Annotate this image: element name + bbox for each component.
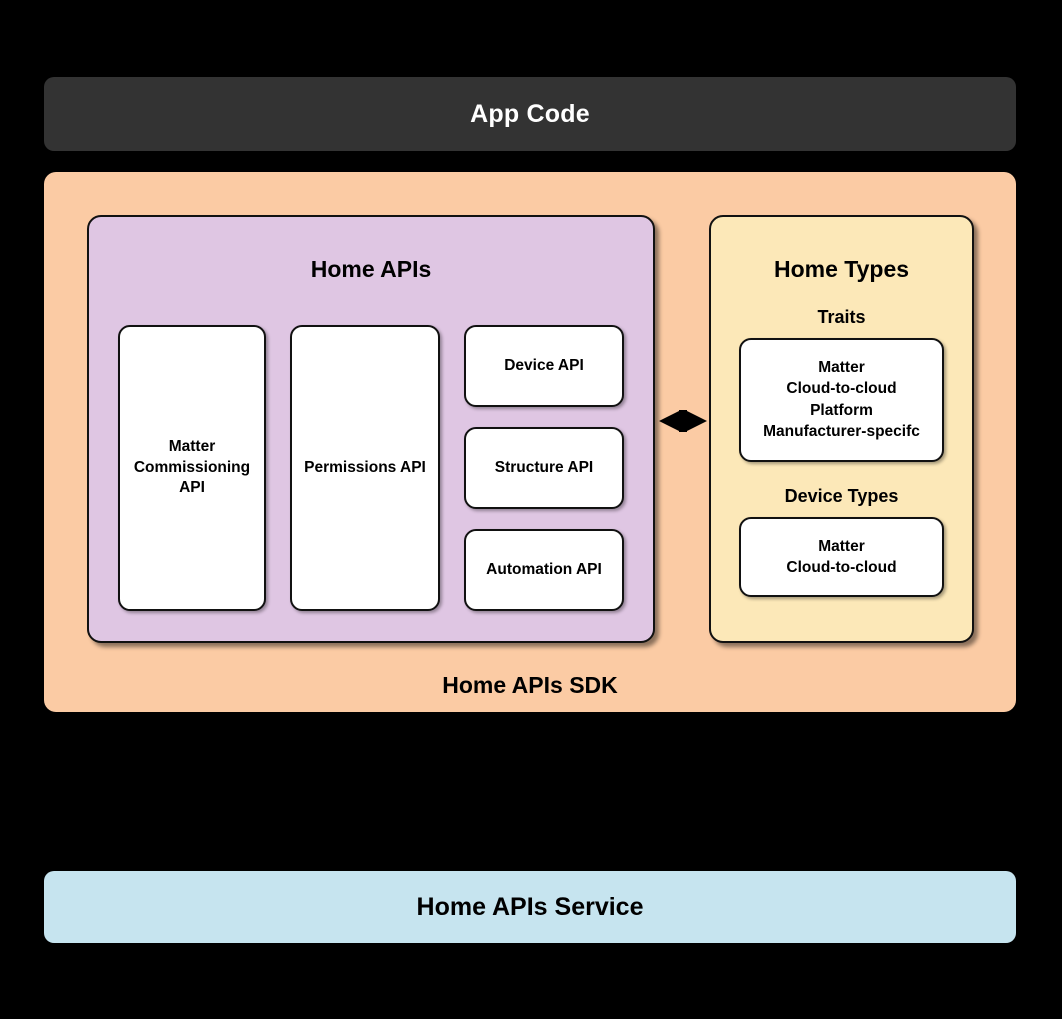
home-apis-title: Home APIs bbox=[310, 256, 432, 282]
traits-heading: Traits bbox=[817, 307, 866, 327]
home-apis-sdk-container: Home APIs Matter Commissioning API Permi… bbox=[44, 172, 1016, 712]
device-api-card[interactable]: Device API bbox=[464, 325, 624, 407]
home-apis-service-label: Home APIs Service bbox=[416, 892, 644, 921]
home-apis-panel: Home APIs Matter Commissioning API Permi… bbox=[87, 215, 655, 643]
traits-card[interactable]: Matter Cloud-to-cloud Platform Manufactu… bbox=[739, 338, 944, 462]
app-code-block: App Code bbox=[44, 77, 1016, 151]
home-apis-sdk-label: Home APIs SDK bbox=[442, 672, 618, 698]
home-types-panel: Home Types Traits Matter Cloud-to-cloud … bbox=[709, 215, 974, 643]
structure-api-card[interactable]: Structure API bbox=[464, 427, 624, 509]
api-card-stack: Device API Structure API Automation API bbox=[464, 325, 624, 611]
home-apis-card-grid: Matter Commissioning API Permissions API… bbox=[118, 325, 624, 611]
double-headed-arrow-icon bbox=[659, 410, 707, 432]
home-apis-service-block: Home APIs Service bbox=[44, 871, 1016, 943]
matter-commissioning-api-card[interactable]: Matter Commissioning API bbox=[118, 325, 266, 611]
app-code-label: App Code bbox=[470, 99, 590, 128]
device-types-heading: Device Types bbox=[784, 485, 899, 506]
device-types-card[interactable]: Matter Cloud-to-cloud bbox=[739, 516, 944, 598]
home-types-title: Home Types bbox=[773, 256, 910, 282]
permissions-api-card[interactable]: Permissions API bbox=[290, 325, 440, 611]
automation-api-card[interactable]: Automation API bbox=[464, 529, 624, 611]
